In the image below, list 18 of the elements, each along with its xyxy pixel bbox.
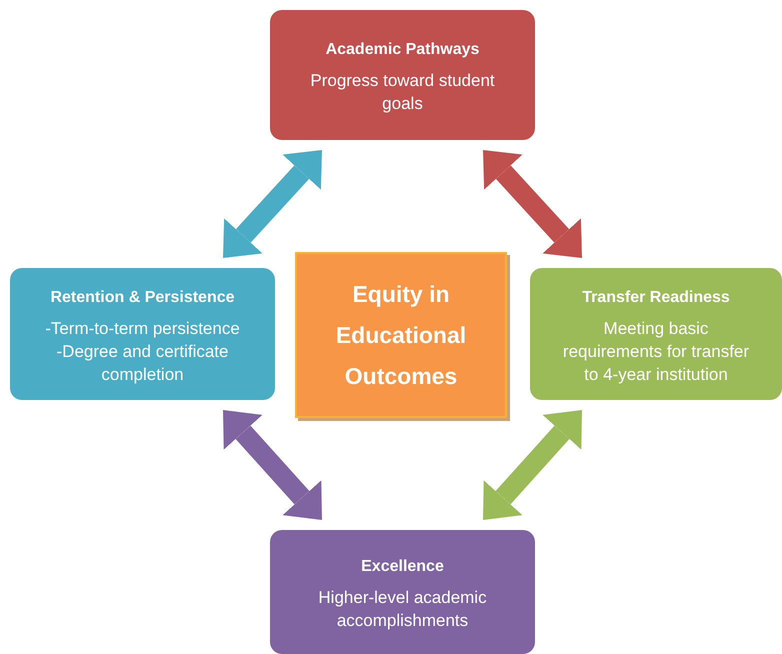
double-arrow [223,150,322,258]
box-description: Meeting basic requirements for transfer to 4-year institution [562,318,750,386]
center-title: Equity in Educational Outcomes [334,280,468,390]
double-arrow [483,410,582,520]
box-description: -Term-to-term persistence -Degree and certificate completion [44,318,240,386]
box-heading: Excellence [361,557,444,577]
center-box [295,252,507,418]
category-box [10,268,275,400]
double-arrow [483,150,582,258]
box-description: Progress toward student goals [309,70,496,115]
box-heading: Retention & Persistence [50,288,235,308]
category-box [270,10,535,140]
box-description: Higher-level academic accomplishments [317,587,488,632]
category-box [270,530,535,654]
box-heading: Transfer Readiness [582,288,730,308]
category-box [530,268,782,400]
box-heading: Academic Pathways [326,40,480,60]
double-arrow [223,410,322,520]
